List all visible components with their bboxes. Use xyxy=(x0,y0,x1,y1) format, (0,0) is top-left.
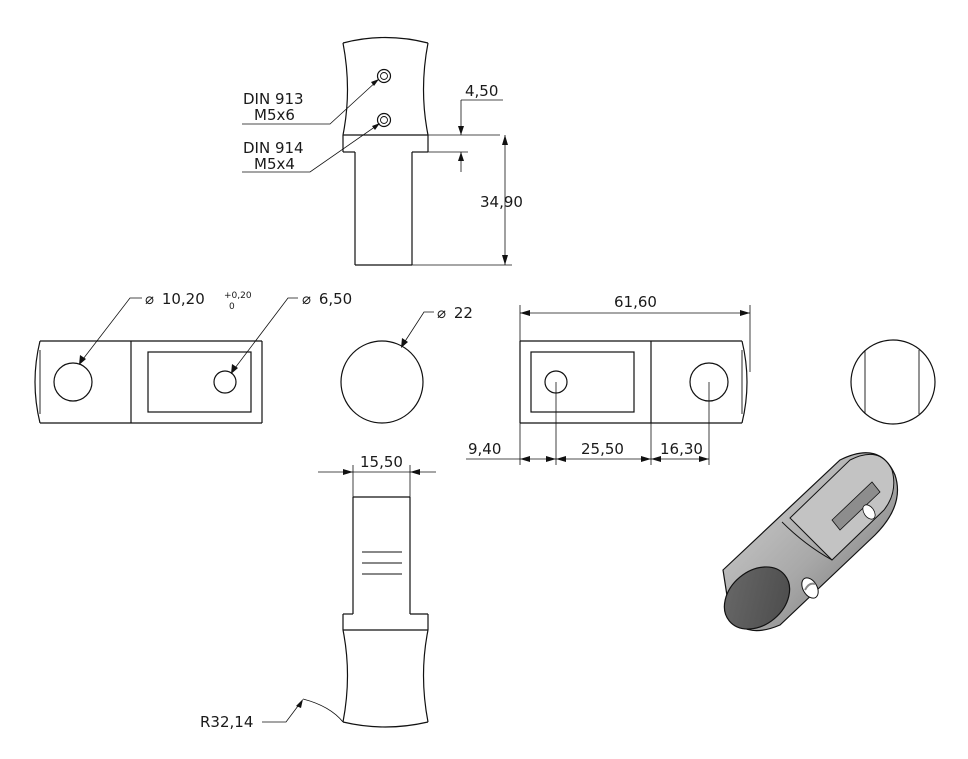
isometric-view xyxy=(722,452,899,632)
callout-din914-standard: DIN 914 xyxy=(243,139,304,157)
large-hole-callout: ⌀ 10,20 xyxy=(145,290,205,308)
side-view-left-edge xyxy=(342,629,349,723)
setscrew-913-inner xyxy=(380,72,388,80)
top-view-left-edge xyxy=(342,42,349,136)
top-view-right-edge xyxy=(422,42,429,136)
end-view: ⌀ 22 xyxy=(340,304,473,424)
top-view: DIN 913 M5x6 DIN 914 M5x4 4,50 34,90 xyxy=(242,36,523,266)
dim-flat-width: 15,50 xyxy=(360,453,403,471)
far-end-circle xyxy=(850,339,936,425)
diameter-symbol-small: ⌀ xyxy=(302,290,311,308)
leader-shaft-dia-arrow xyxy=(401,338,408,348)
far-end-view xyxy=(850,339,936,425)
dim-overall-height: 34,90 xyxy=(480,193,523,211)
leader-din913 xyxy=(242,79,379,125)
iso-small-hole xyxy=(862,504,876,520)
small-hole-callout: ⌀ 6,50 xyxy=(302,290,352,308)
radius-arc xyxy=(302,698,344,723)
dim-61-60-arrow-right xyxy=(740,310,750,316)
callout-din913-standard: DIN 913 xyxy=(243,90,304,108)
diameter-symbol-large: ⌀ xyxy=(145,290,154,308)
dim-34-90-arrow-top xyxy=(502,135,508,145)
setscrew-914-outer xyxy=(376,112,392,128)
left-view-rounded-end xyxy=(34,340,41,424)
dim-chain-arrow-4 xyxy=(641,456,651,462)
dim-15-50-arrow-right xyxy=(410,469,420,475)
dim-chain-arrow-5 xyxy=(651,456,661,462)
leader-small-hole xyxy=(231,297,298,373)
shaft-circle xyxy=(340,340,424,424)
leader-din914-arrow xyxy=(372,123,380,130)
right-view-slot xyxy=(530,351,635,413)
iso-side-hole-shading xyxy=(804,582,816,591)
dim-chain-arrow-1 xyxy=(520,456,530,462)
dim-overall-length: 61,60 xyxy=(614,293,657,311)
iso-step-line xyxy=(781,521,833,561)
large-hole-tol-upper: +0,20 xyxy=(224,291,252,301)
top-view-end-cap xyxy=(342,36,429,44)
left-front-view: ⌀ 10,20 +0,20 0 ⌀ 6,50 xyxy=(34,290,352,424)
small-hole-dia: 6,50 xyxy=(319,290,352,308)
large-hole-tol-lower: 0 xyxy=(229,302,235,312)
callout-din913-size: M5x6 xyxy=(254,106,295,124)
leader-radius xyxy=(262,701,302,723)
large-hole xyxy=(53,362,93,402)
side-view: 15,50 R32,14 xyxy=(200,453,436,731)
dim-chain-arrow-6 xyxy=(699,456,709,462)
dim-34-90-arrow-bottom xyxy=(502,255,508,265)
leader-din914 xyxy=(242,123,380,173)
dim-61-60-arrow-left xyxy=(520,310,530,316)
dim-15-50-arrow-left xyxy=(343,469,353,475)
large-hole-dia: 10,20 xyxy=(162,290,205,308)
dim-4-50-arrow-bottom xyxy=(458,152,464,161)
leader-large-hole xyxy=(79,297,142,364)
dim-hole-spacing: 25,50 xyxy=(581,440,624,458)
dim-chain-arrow-2 xyxy=(546,456,556,462)
leader-radius-arrow xyxy=(296,699,303,708)
right-front-view: 61,60 9,40 25,50 16,30 xyxy=(466,293,751,465)
dim-end-radius: R32,14 xyxy=(200,713,253,731)
right-view-rounded-end xyxy=(741,340,748,424)
setscrew-913-outer xyxy=(376,68,392,84)
dim-hole2-offset: 16,30 xyxy=(660,440,703,458)
dim-4-50-arrow-top xyxy=(458,126,464,135)
iso-slot-face xyxy=(831,481,881,531)
iso-slotted-end xyxy=(789,453,895,561)
shaft-dia-callout: ⌀ 22 xyxy=(437,304,473,322)
leader-small-hole-arrow xyxy=(231,364,238,374)
callout-din914-size: M5x4 xyxy=(254,155,295,173)
shaft-dia: 22 xyxy=(454,304,473,322)
dim-chain-arrow-3 xyxy=(556,456,566,462)
leader-shaft-dia xyxy=(401,311,434,347)
leader-din913-arrow xyxy=(371,79,379,86)
leader-large-hole-arrow xyxy=(79,355,86,365)
dim-step-offset: 4,50 xyxy=(465,82,498,100)
dim-hole1-offset: 9,40 xyxy=(468,440,501,458)
side-view-right-edge xyxy=(422,629,429,723)
small-hole xyxy=(213,370,237,394)
diameter-symbol-shaft: ⌀ xyxy=(437,304,446,322)
left-view-slot xyxy=(147,351,252,413)
setscrew-914-inner xyxy=(380,116,388,124)
iso-front-face xyxy=(723,566,791,630)
side-view-end-cap xyxy=(342,721,429,728)
